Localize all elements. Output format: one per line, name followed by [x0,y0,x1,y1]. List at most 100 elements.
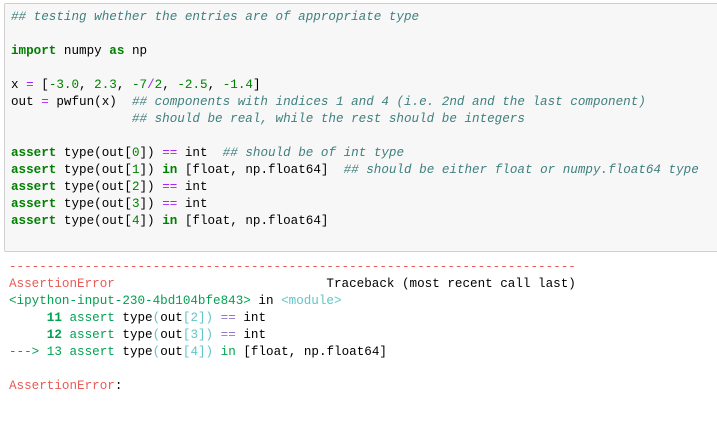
line-number: 13 [46,345,62,359]
number: -2.5 [177,78,208,92]
bracket: ]) [198,328,214,342]
bracket: ]) [198,311,214,325]
comment: ## should be either float or numpy.float… [343,163,699,177]
operator: == [162,146,178,160]
code: ]) [139,180,163,194]
keyword: as [109,44,125,58]
code: ]) [139,214,163,228]
error-name: AssertionError [9,277,115,291]
assert-line: assert type(out[4]) in [float, np.float6… [11,213,699,230]
keyword: assert [61,328,115,342]
code-editor[interactable]: ## testing whether the entries are of ap… [11,9,699,230]
code: type(out[ [56,146,132,160]
traceback-label: Traceback (most recent call last) [114,277,576,291]
out-assign-line: out = pwfun(x) ## components with indice… [11,94,699,111]
in-word: in [250,294,282,308]
comment: ## testing whether the entries are of ap… [11,10,420,24]
line-number: 12 [46,328,62,342]
keyword: assert [61,311,115,325]
cell-output-traceback: ----------------------------------------… [9,259,576,395]
keyword: in [162,163,178,177]
comment: ## should be real, while the rest should… [131,112,525,126]
code-cell[interactable]: ## testing whether the entries are of ap… [4,3,717,252]
code: int [177,180,208,194]
code: type [114,345,153,359]
bracket: ] [252,78,261,92]
var: x [11,78,27,92]
number: 1 [131,163,140,177]
input-ref: <ipython-input-230-4bd104bfe843> [9,294,251,308]
number: -7 [131,78,148,92]
operator: = [41,95,49,109]
assert-line: assert type(out[2]) == int [11,179,699,196]
number: 2 [154,78,163,92]
line-number: 11 [46,311,62,325]
bracket: [ [182,311,191,325]
number: 0 [131,146,140,160]
code: type [114,328,153,342]
trace-line: 12 assert type(out[3]) == int [9,327,576,344]
keyword: import [11,44,57,58]
bracket: [ [182,345,191,359]
code: type [114,311,153,325]
bracket: [ [33,78,49,92]
prefix [9,311,47,325]
code: type(out[ [56,180,132,194]
number: 2.3 [94,78,117,92]
code: ]) [139,197,163,211]
code: type(out[ [56,214,132,228]
operator: / [147,78,155,92]
number: 4 [131,214,140,228]
code: ]) [139,146,163,160]
code: int [177,146,223,160]
number: 3 [190,328,198,342]
operator: == [162,180,178,194]
code: type(out[ [56,197,132,211]
keyword: in [162,214,178,228]
code: int [235,311,267,325]
trace-line-current: ---> 13 assert type(out[4]) in [float, n… [9,344,576,361]
code: [float, np.float64] [177,163,344,177]
keyword: assert [11,146,57,160]
input-reference: <ipython-input-230-4bd104bfe843> in <mod… [9,293,576,310]
number: 4 [190,345,198,359]
operator: == [213,311,236,325]
keyword: assert [11,214,57,228]
code: ]) [139,163,163,177]
keyword: assert [11,180,57,194]
indent [11,112,132,126]
paren: ( [152,328,161,342]
function-call: pwfun(x) [48,95,132,109]
bracket: [ [182,328,191,342]
number: 2 [190,311,198,325]
assert-line: assert type(out[0]) == int ## should be … [11,145,699,162]
code: out [160,328,183,342]
number: 2 [131,180,140,194]
error-header: AssertionError Traceback (most recent ca… [9,276,576,293]
dashes: ----------------------------------------… [9,260,576,274]
operator: == [213,328,236,342]
comment: ## components with indices 1 and 4 (i.e.… [131,95,646,109]
comment-continuation-line: ## should be real, while the rest should… [11,111,699,128]
prefix [9,328,47,342]
code: [float, np.float64] [177,214,329,228]
final-error: AssertionError: [9,378,576,395]
trace-line: 11 assert type(out[2]) == int [9,310,576,327]
code: out [160,345,183,359]
keyword: assert [11,163,57,177]
number: 3 [131,197,140,211]
keyword: assert [11,197,57,211]
colon: : [114,379,123,393]
code: out [160,311,183,325]
code: type(out[ [56,163,132,177]
paren: ( [152,345,161,359]
code: int [235,328,267,342]
number: -3.0 [48,78,80,92]
comment-line: ## testing whether the entries are of ap… [11,9,699,26]
code: [float, np.float64] [235,345,387,359]
keyword: assert [61,345,115,359]
operator: = [26,78,34,92]
arrow-prefix: ---> [9,345,47,359]
code: int [177,197,208,211]
number: -1.4 [222,78,253,92]
